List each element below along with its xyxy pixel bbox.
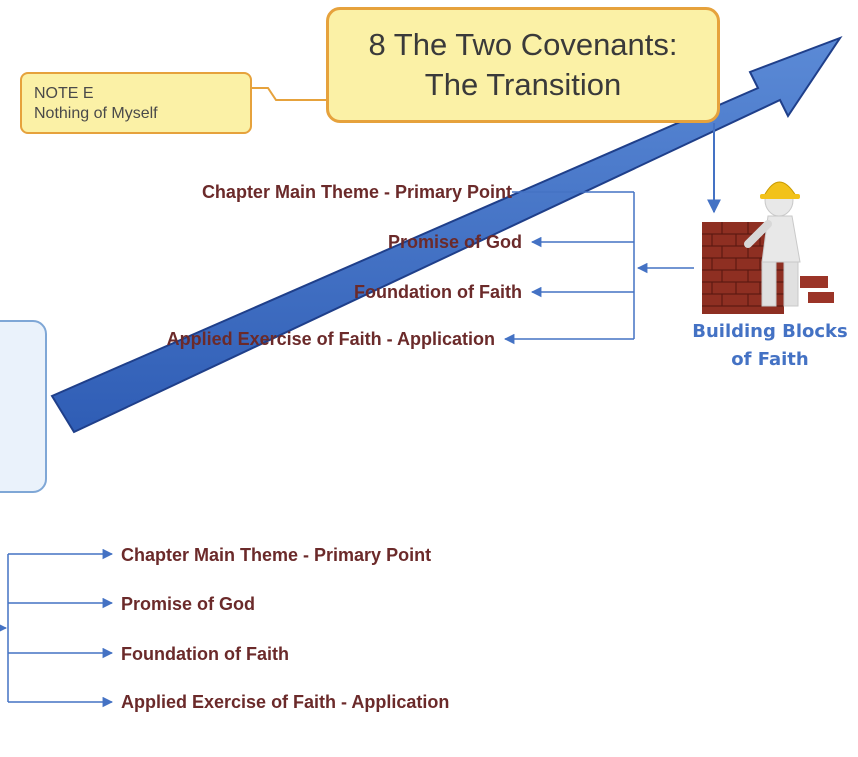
note-line1: NOTE E <box>34 85 94 102</box>
lower-label-application: Applied Exercise of Faith - Application <box>121 692 450 712</box>
blank-content-box <box>0 320 47 493</box>
chapter-title-line2: The Transition <box>424 67 622 102</box>
lower-label-foundation: Foundation of Faith <box>121 644 289 664</box>
note-box: NOTE E Nothing of Myself <box>20 72 252 134</box>
chapter-title-box: 8 The Two Covenants: The Transition <box>326 7 720 123</box>
chapter-title-line1: 8 The Two Covenants: <box>368 27 678 62</box>
builder-figure <box>744 181 801 307</box>
lower-label-main-theme: Chapter Main Theme - Primary Point <box>121 545 432 565</box>
upper-label-application: Applied Exercise of Faith - Application <box>166 329 495 349</box>
building-blocks-line1: Building Blocks <box>692 321 848 342</box>
big-diagonal-arrow <box>50 35 843 434</box>
upper-label-main-theme: Chapter Main Theme - Primary Point <box>201 182 512 202</box>
building-blocks-line2: of Faith <box>731 349 809 370</box>
upper-label-foundation: Foundation of Faith <box>354 282 522 302</box>
building-blocks-label: Building Blocks of Faith <box>690 318 850 374</box>
note-line2: Nothing of Myself <box>34 105 158 122</box>
note-connector-line <box>252 87 326 101</box>
upper-bracket <box>503 191 694 345</box>
lower-bracket <box>0 548 114 708</box>
upper-label-promise: Promise of God <box>387 232 522 252</box>
lower-label-promise: Promise of God <box>121 594 256 614</box>
